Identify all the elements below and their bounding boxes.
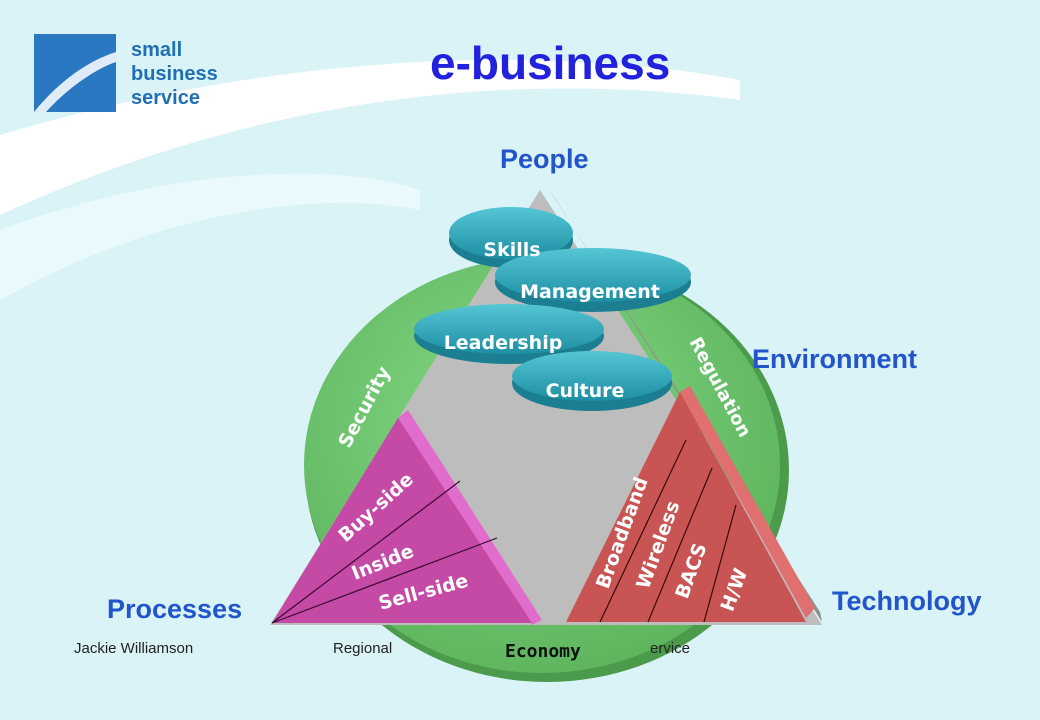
logo-text: small business service <box>131 38 261 110</box>
background-swoosh <box>0 59 740 215</box>
circle-label-economy: Economy <box>505 641 581 662</box>
footer-org-right: ervice <box>650 640 691 657</box>
technology-triangle <box>566 386 815 623</box>
people-item-leadership: Leadership <box>444 332 563 354</box>
label-environment: Environment <box>752 344 918 374</box>
label-technology: Technology <box>832 586 982 616</box>
footer-author: Jackie Williamson <box>74 640 194 657</box>
page-title: e-business <box>430 37 671 89</box>
background-swoosh-2 <box>0 173 420 300</box>
disk-management <box>495 248 691 312</box>
people-item-management: Management <box>520 281 660 303</box>
people-item-culture: Culture <box>546 380 625 402</box>
disk-culture <box>512 351 672 411</box>
label-processes: Processes <box>107 594 243 624</box>
logo-line-3: service <box>131 87 200 109</box>
logo-line-2: business <box>131 63 218 85</box>
footer-org-left: Regional <box>333 640 393 657</box>
logo-mark <box>34 34 116 112</box>
label-people: People <box>500 144 589 174</box>
people-item-skills: Skills <box>483 239 540 261</box>
disk-leadership <box>414 304 604 364</box>
processes-triangle <box>271 410 542 625</box>
logo-line-1: small <box>131 39 183 61</box>
